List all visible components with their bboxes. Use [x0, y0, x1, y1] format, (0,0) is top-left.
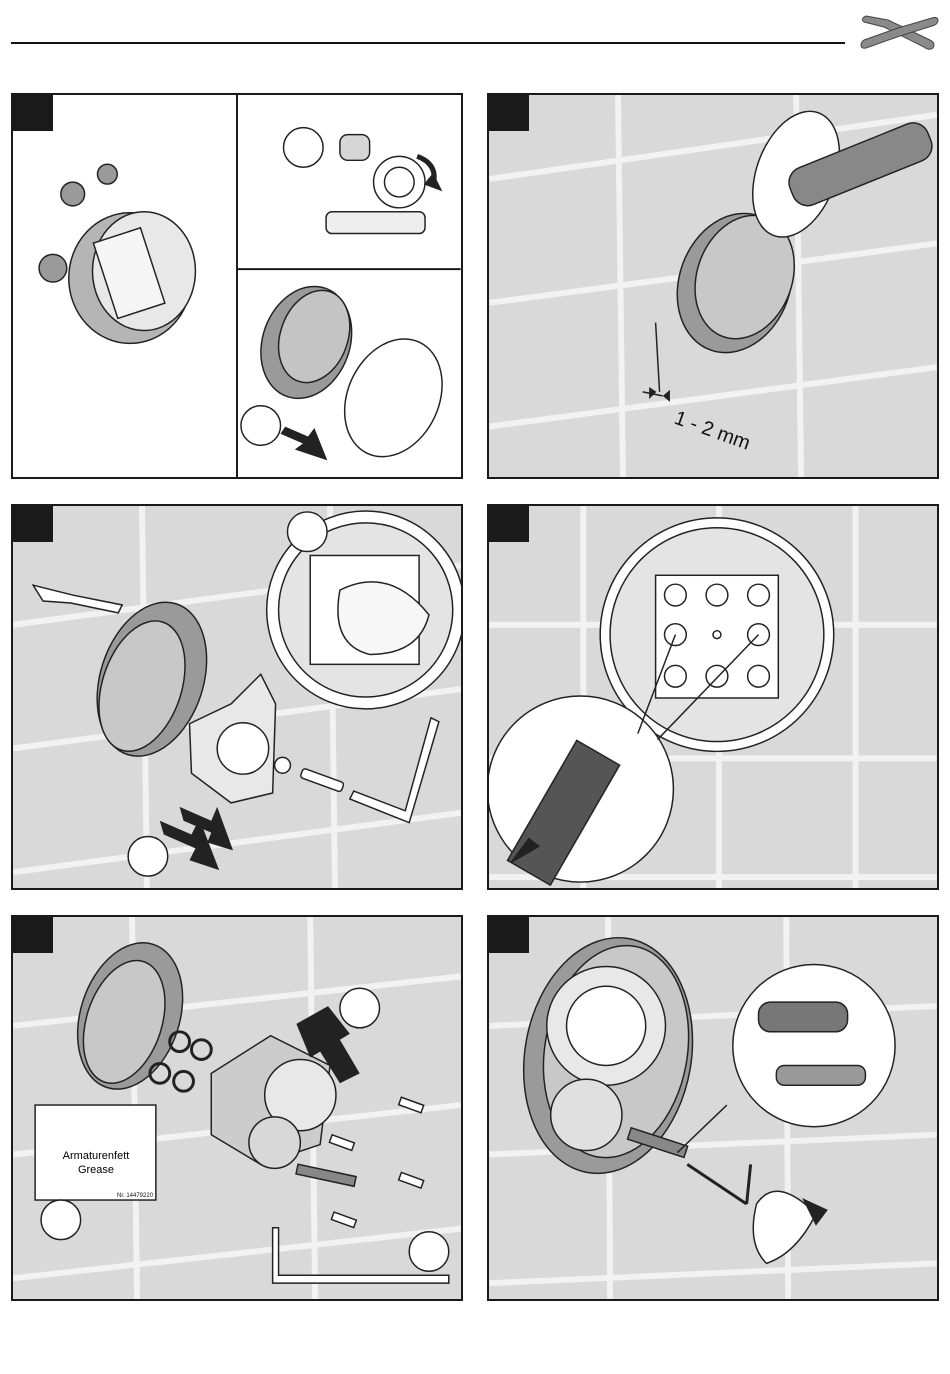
install-box-illustration [13, 95, 461, 477]
step-panel-2: 1 - 2 mm [487, 93, 939, 479]
wrench-screwdriver-icon [858, 10, 940, 52]
step-panel-1 [11, 93, 463, 479]
step-panel-3 [11, 504, 463, 890]
grease-part-number: Nr. 14479220 [117, 1193, 153, 1199]
step-number-box [13, 95, 53, 131]
step-panel-5: Armaturenfett Grease Nr. 14479220 [11, 915, 463, 1301]
step-number-box [489, 917, 529, 953]
step-number-box [13, 917, 53, 953]
step-panel-6 [487, 915, 939, 1301]
header-rule [11, 42, 845, 44]
valve-assembly-illustration [13, 917, 461, 1299]
step-panel-4 [487, 504, 939, 890]
step-number-box [489, 506, 529, 542]
grease-label-en: Grease [37, 1163, 155, 1177]
adjustment-illustration [489, 917, 937, 1299]
grease-label-box: Armaturenfett Grease [37, 1149, 155, 1177]
marking-holes-illustration [489, 506, 937, 888]
grease-label-de: Armaturenfett [37, 1149, 155, 1163]
step-number-box [13, 506, 53, 542]
sealant-cleaning-illustration [13, 506, 461, 888]
step-number-box [489, 95, 529, 131]
